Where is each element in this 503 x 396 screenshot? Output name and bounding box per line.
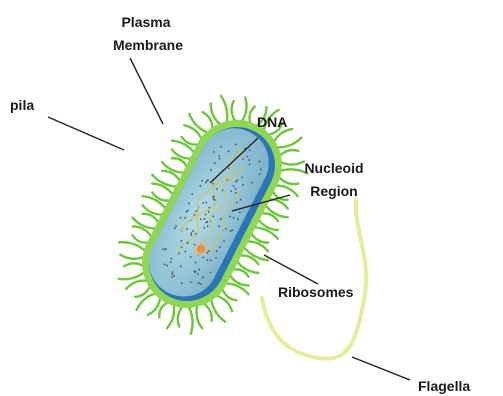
plasma-membrane-leader: [130, 58, 163, 124]
pilus: [124, 258, 142, 273]
pilus: [204, 103, 225, 123]
pilus: [263, 211, 279, 221]
pilus: [234, 267, 249, 276]
pila-label: pila: [10, 97, 34, 113]
pilus: [164, 306, 179, 328]
plasma-membrane-label-line2: Membrane: [113, 37, 183, 53]
pilus: [120, 248, 142, 264]
dna-label: DNA: [257, 114, 287, 130]
flagella-leader: [352, 357, 410, 380]
pilus: [173, 308, 187, 327]
pilus: [247, 106, 258, 122]
pilus: [151, 192, 168, 202]
pila-leader: [48, 117, 124, 150]
flagella-label: Flagella: [418, 378, 470, 394]
ribosomes-label: Ribosomes: [278, 284, 354, 300]
nucleoid-label-line2: Region: [310, 183, 357, 199]
plasma-membrane-label-line1: Plasma: [121, 14, 170, 30]
pilus: [183, 124, 204, 137]
ribosomes-leader: [264, 255, 318, 284]
nucleoid-label-line1: Nucleoid: [304, 160, 363, 176]
pilus: [119, 238, 144, 254]
pilus: [185, 114, 210, 132]
pilus: [226, 101, 242, 120]
pilus: [181, 137, 197, 147]
flagellum: [262, 200, 366, 359]
